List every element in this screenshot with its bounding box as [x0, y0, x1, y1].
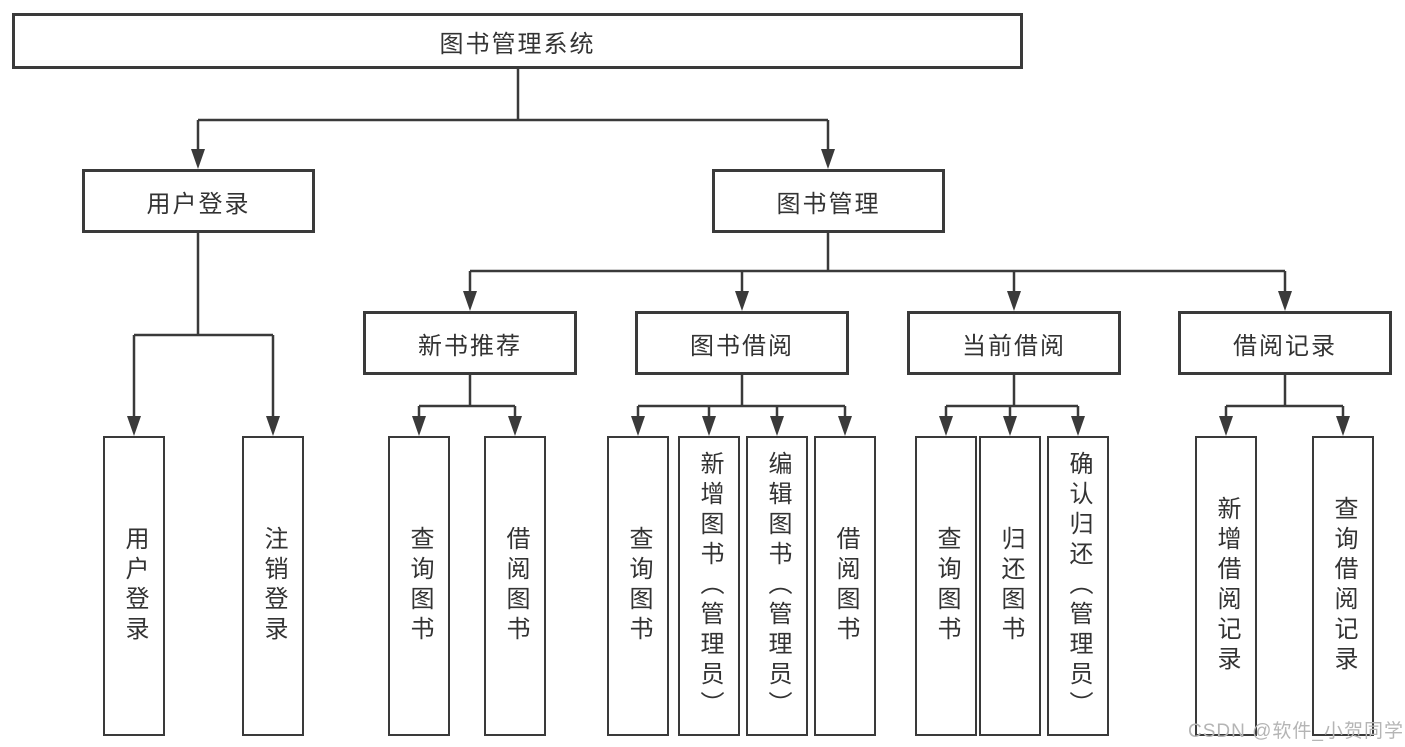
leaf-borrow-books: 借阅图书 — [814, 436, 876, 736]
arrowhead-icons — [127, 149, 1350, 436]
leaf-logout: 注销登录 — [242, 436, 304, 736]
leaf-add-borrow-record: 新增借阅记录 — [1195, 436, 1257, 736]
connector-book-management-to-sections — [468, 233, 1287, 292]
leaf-query-books-recommend: 查询图书 — [388, 436, 450, 736]
connector-book-borrowing-to-leaves — [636, 375, 847, 417]
leaf-user-login: 用户登录 — [103, 436, 165, 736]
node-new-book-recommendation: 新书推荐 — [363, 311, 577, 375]
leaf-borrow-books-recommend: 借阅图书 — [484, 436, 546, 736]
leaf-add-books-admin: 新增图书（管理员） — [678, 436, 740, 736]
connector-root-to-level2 — [196, 69, 830, 150]
node-user-login: 用户登录 — [82, 169, 315, 233]
node-current-borrowing: 当前借阅 — [907, 311, 1121, 375]
connector-borrowing-records-to-leaves — [1224, 375, 1345, 417]
leaf-query-books-borrowing: 查询图书 — [607, 436, 669, 736]
connector-current-borrowing-to-leaves — [944, 375, 1080, 417]
leaf-query-books-current: 查询图书 — [915, 436, 977, 736]
leaf-edit-books-admin: 编辑图书（管理员） — [746, 436, 808, 736]
node-borrowing-records: 借阅记录 — [1178, 311, 1392, 375]
node-book-management: 图书管理 — [712, 169, 945, 233]
node-library-management-system: 图书管理系统 — [12, 13, 1023, 69]
leaf-return-books: 归还图书 — [979, 436, 1041, 736]
leaf-confirm-return-admin: 确认归还（管理员） — [1047, 436, 1109, 736]
csdn-watermark: CSDN @软件_小贺同学 — [1188, 721, 1404, 742]
node-book-borrowing: 图书借阅 — [635, 311, 849, 375]
connector-user-login-to-leaves — [132, 233, 275, 417]
leaf-query-borrow-record: 查询借阅记录 — [1312, 436, 1374, 736]
connector-new-book-recommendation-to-leaves — [417, 375, 517, 417]
